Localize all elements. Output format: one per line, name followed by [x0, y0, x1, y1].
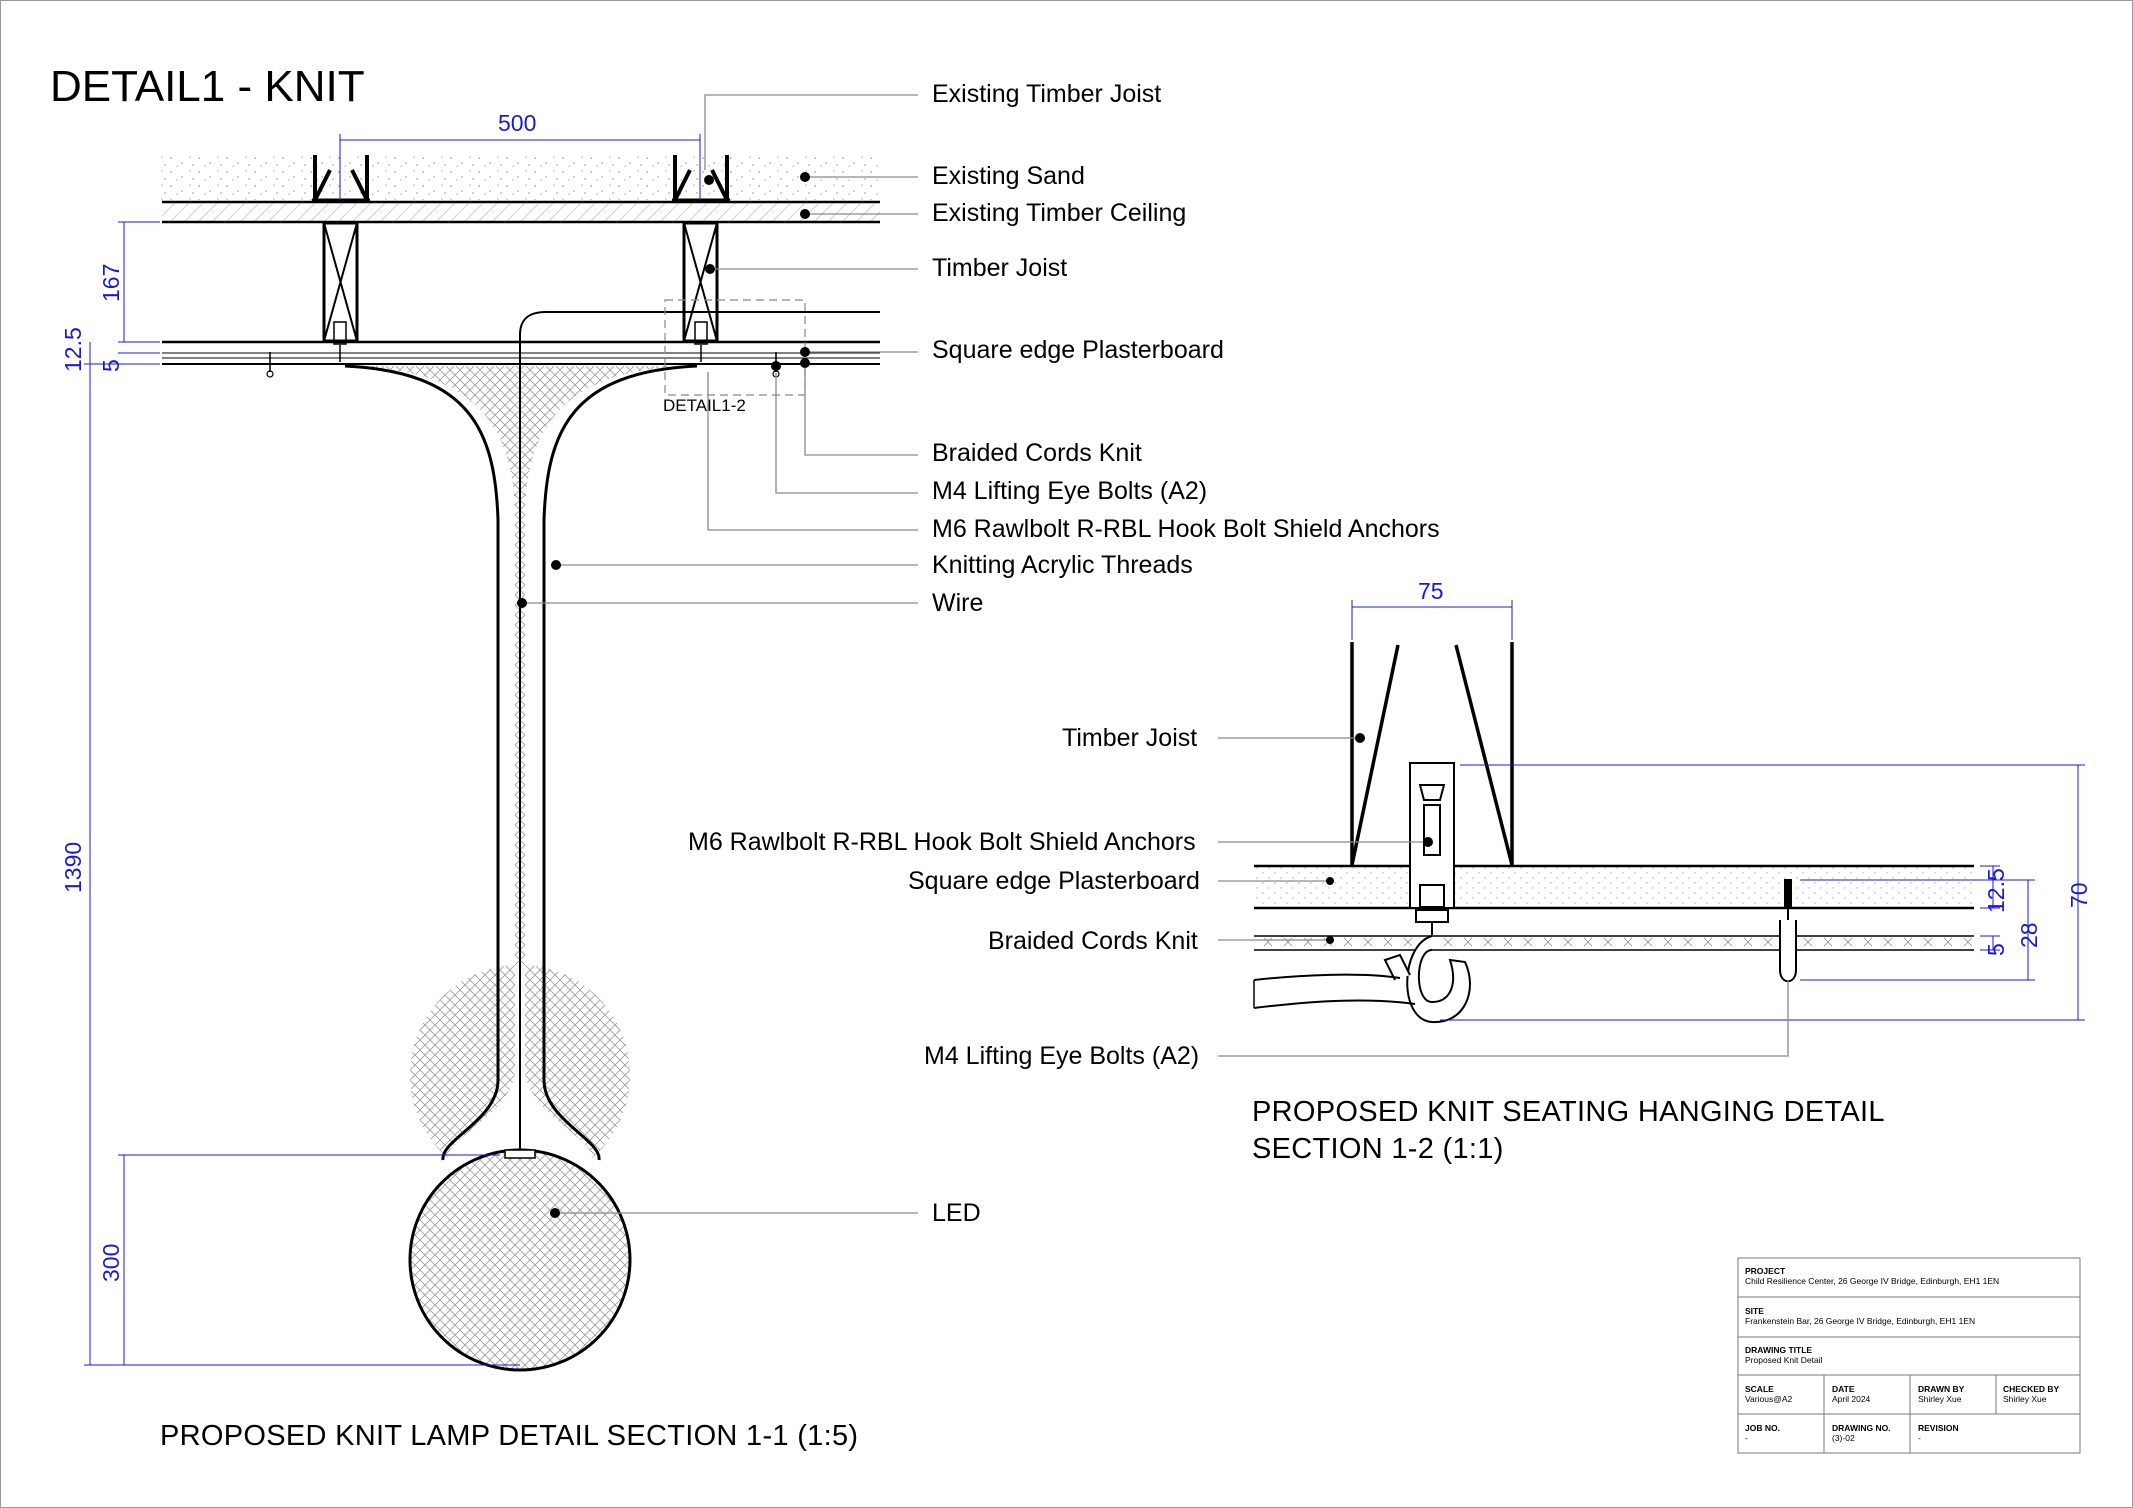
label-1-2-square-edge-plasterboard: Square edge Plasterboard — [908, 867, 1200, 895]
tb-checked-by-value: Shirley Xue — [2003, 1394, 2047, 1404]
wire-path — [519, 311, 880, 1150]
label-1-2-timber-joist: Timber Joist — [1062, 724, 1198, 752]
tb-revision-label: REVISION — [1918, 1423, 1959, 1433]
label-m6-rawlbolt: M6 Rawlbolt R-RBL Hook Bolt Shield Ancho… — [932, 515, 1440, 543]
existing-sand-fill — [160, 155, 880, 200]
led-globe — [408, 1148, 632, 1372]
tb-project-value: Child Resilience Center, 26 George IV Br… — [1745, 1276, 2000, 1286]
tb-drawing-title-value: Proposed Knit Detail — [1745, 1355, 1823, 1365]
detail-1-2-reference: DETAIL1-2 — [663, 396, 746, 415]
label-led: LED — [932, 1199, 981, 1227]
dim-300: 300 — [98, 1243, 124, 1282]
tb-revision-value: - — [1918, 1433, 1921, 1443]
section-1-1 — [84, 94, 918, 1372]
tb-job-no-value: - — [1745, 1433, 1748, 1443]
label-existing-timber-ceiling: Existing Timber Ceiling — [932, 199, 1187, 227]
existing-ceiling-fill — [162, 202, 880, 222]
tb-drawing-no-label: DRAWING NO. — [1832, 1423, 1891, 1433]
label-existing-timber-joist: Existing Timber Joist — [932, 80, 1162, 108]
label-1-2-m4-lifting-eye-bolts: M4 Lifting Eye Bolts (A2) — [924, 1042, 1200, 1070]
dim-1390: 1390 — [60, 841, 86, 893]
tb-scale-label: SCALE — [1745, 1384, 1774, 1394]
existing-timber-joists — [312, 155, 730, 202]
tb-site-value: Frankenstein Bar, 26 George IV Bridge, E… — [1745, 1316, 1976, 1326]
tb-drawing-title-label: DRAWING TITLE — [1745, 1345, 1813, 1355]
tb-drawing-no-value: (3)-02 — [1832, 1433, 1855, 1443]
dim-5: 5 — [98, 359, 124, 372]
title-block-frame — [1737, 1257, 2081, 1454]
detail-1-2-callout — [664, 299, 806, 396]
dim-12-5: 12.5 — [60, 327, 86, 372]
label-square-edge-plasterboard: Square edge Plasterboard — [932, 336, 1224, 364]
dim-167: 167 — [98, 263, 124, 302]
tb-date-label: DATE — [1832, 1384, 1855, 1394]
plasterboard-1-2 — [1254, 866, 1974, 908]
label-existing-sand: Existing Sand — [932, 162, 1085, 190]
dim-1-2-5: 5 — [1983, 943, 2009, 956]
section-1-2-caption-line2: SECTION 1-2 (1:1) — [1252, 1133, 1504, 1165]
dim-500: 500 — [498, 110, 537, 136]
knit-layer-1-2 — [1254, 936, 1974, 950]
section-1-1-caption: PROPOSED KNIT LAMP DETAIL SECTION 1-1 (1… — [160, 1420, 859, 1452]
label-m4-lifting-eye-bolts: M4 Lifting Eye Bolts (A2) — [932, 477, 1208, 505]
section-1-2-caption-line1: PROPOSED KNIT SEATING HANGING DETAIL — [1252, 1096, 1885, 1128]
dim-70: 70 — [2066, 882, 2092, 908]
dimensions-1-1 — [84, 134, 701, 1366]
tb-project-label: PROJECT — [1745, 1266, 1786, 1276]
tb-site-label: SITE — [1745, 1306, 1764, 1316]
label-wire: Wire — [932, 589, 984, 617]
tb-drawn-by-label: DRAWN BY — [1918, 1384, 1965, 1394]
leaders-1-2 — [1218, 737, 1789, 1057]
anchor-1-2 — [1383, 762, 1471, 1024]
dim-75: 75 — [1418, 578, 1444, 604]
label-timber-joist: Timber Joist — [932, 254, 1068, 282]
page-title: DETAIL1 - KNIT — [50, 62, 365, 111]
timber-joists — [322, 221, 719, 343]
timber-joist-1-2 — [1350, 642, 1514, 866]
dim-1-2-12-5: 12.5 — [1983, 868, 2009, 913]
tb-drawn-by-value: Shirley Xue — [1918, 1394, 1962, 1404]
label-1-2-m6-rawlbolt: M6 Rawlbolt R-RBL Hook Bolt Shield Ancho… — [688, 828, 1196, 856]
section-1-2 — [1218, 600, 2085, 1057]
label-1-2-braided-cords-knit: Braided Cords Knit — [988, 927, 1198, 955]
label-knitting-acrylic-threads: Knitting Acrylic Threads — [932, 551, 1193, 579]
tb-date-value: April 2024 — [1832, 1394, 1871, 1404]
tb-job-no-label: JOB NO. — [1745, 1423, 1780, 1433]
label-braided-cords-knit: Braided Cords Knit — [932, 439, 1142, 467]
tb-checked-by-label: CHECKED BY — [2003, 1384, 2060, 1394]
tb-scale-value: Various@A2 — [1745, 1394, 1793, 1404]
leaders-1-1 — [522, 94, 918, 1214]
dim-28: 28 — [2016, 922, 2042, 948]
dimensions-1-2 — [1351, 600, 2085, 1021]
